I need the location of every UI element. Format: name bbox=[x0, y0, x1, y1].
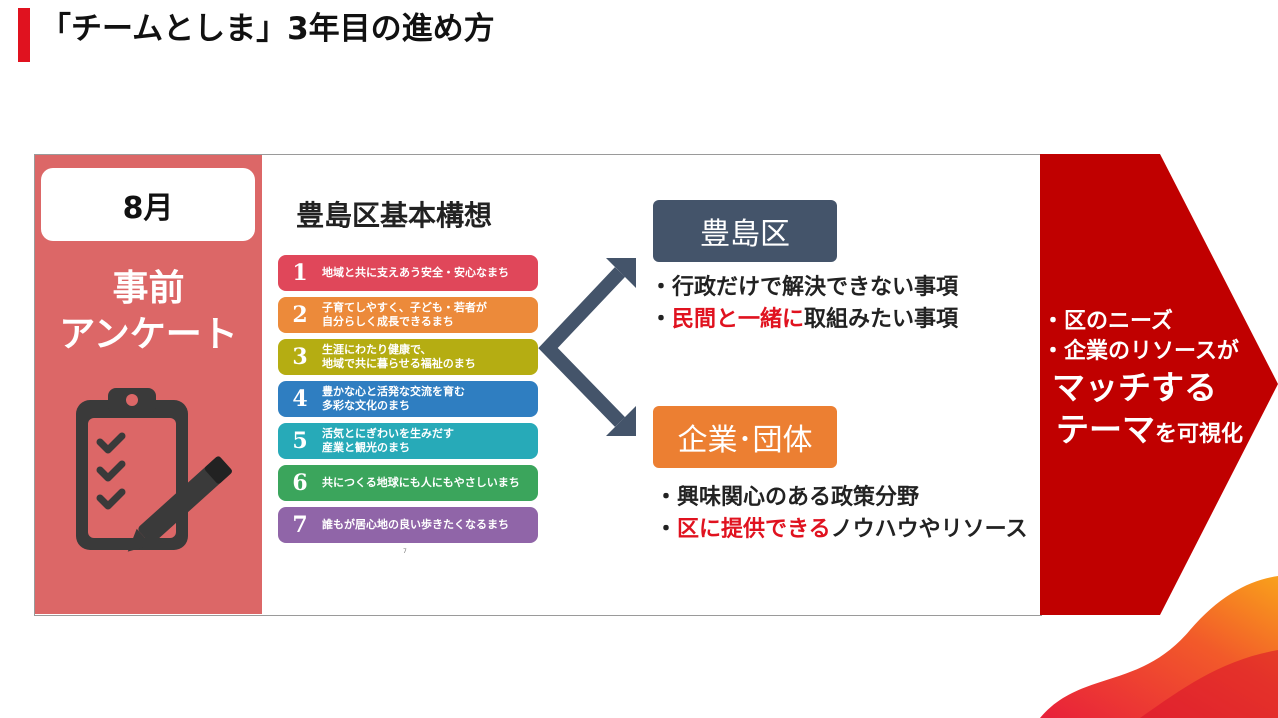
company-notes: ・興味関心のある政策分野 ・区に提供できるノウハウやリソース bbox=[655, 482, 1027, 546]
outcome-text: ・区のニーズ ・企業のリソースが マッチする テーマを可視化 bbox=[1042, 307, 1243, 456]
plan-footnote: 7 bbox=[403, 548, 407, 555]
plan-item-line2: 自分らしく成長できるまち bbox=[322, 315, 454, 328]
ward-note-1: ・行政だけで解決できない事項 bbox=[650, 275, 959, 300]
plan-item-7: 7 誰もが居心地の良い歩きたくなるまち bbox=[278, 507, 538, 543]
plan-item-number: 1 bbox=[292, 260, 308, 286]
plan-item-line1: 誰もが居心地の良い歩きたくなるまち bbox=[322, 518, 509, 531]
plan-item-line1: 生涯にわたり健康で、 bbox=[322, 343, 432, 356]
arrow-down-right-icon bbox=[606, 406, 636, 436]
plan-item-number: 6 bbox=[292, 470, 308, 496]
outcome-chevron bbox=[1040, 154, 1278, 615]
plan-item-number: 7 bbox=[292, 512, 308, 538]
plan-item-line2: 地域で共に暮らせる福祉のまち bbox=[322, 357, 476, 370]
plan-item-number: 4 bbox=[292, 386, 308, 412]
plan-item-1: 1 地域と共に支えあう安全・安心なまち bbox=[278, 255, 538, 291]
plan-item-line1: 活気とにぎわいを生みだす bbox=[322, 427, 454, 440]
outcome-line1: ・区のニーズ bbox=[1042, 309, 1173, 334]
outcome-line3: マッチする bbox=[1052, 368, 1217, 407]
plan-item-text: 共につくる地球にも人にもやさしいまち bbox=[322, 476, 520, 490]
plan-item-number: 3 bbox=[292, 344, 308, 370]
company-note-2: ・区に提供できるノウハウやリソース bbox=[655, 517, 1028, 542]
plan-item-2: 2 子育てしやすく、子ども・若者が自分らしく成長できるまち bbox=[278, 297, 538, 333]
plan-item-text: 地域と共に支えあう安全・安心なまち bbox=[322, 266, 509, 280]
plan-item-text: 豊かな心と活発な交流を育む多彩な文化のまち bbox=[322, 385, 465, 413]
pre-survey-line1: 事前 bbox=[112, 268, 185, 309]
arrow-up-right-icon bbox=[606, 258, 636, 288]
clipboard-checklist-pencil-icon bbox=[76, 388, 232, 552]
pre-survey-label: 事前 アンケート bbox=[35, 266, 262, 358]
plan-item-line1: 豊かな心と活発な交流を育む bbox=[322, 385, 465, 398]
plan-item-4: 4 豊かな心と活発な交流を育む多彩な文化のまち bbox=[278, 381, 538, 417]
plan-item-line2: 多彩な文化のまち bbox=[322, 399, 410, 412]
pre-survey-line2: アンケート bbox=[59, 314, 238, 355]
plan-item-line2: 産業と観光のまち bbox=[322, 441, 410, 454]
plan-item-6: 6 共につくる地球にも人にもやさしいまち bbox=[278, 465, 538, 501]
plan-item-text: 誰もが居心地の良い歩きたくなるまち bbox=[322, 518, 509, 532]
ward-note-2: ・民間と一緒に取組みたい事項 bbox=[650, 307, 959, 332]
outcome-line2: ・企業のリソースが bbox=[1042, 339, 1239, 364]
plan-item-text: 生涯にわたり健康で、地域で共に暮らせる福祉のまち bbox=[322, 343, 476, 371]
corner-decoration bbox=[1040, 576, 1278, 718]
plan-item-line1: 共につくる地球にも人にもやさしいまち bbox=[322, 476, 520, 489]
branch-arrows bbox=[538, 258, 636, 436]
plan-item-line1: 子育てしやすく、子ども・若者が bbox=[322, 301, 487, 314]
outcome-line4: テーマを可視化 bbox=[1056, 410, 1244, 449]
ward-notes: ・行政だけで解決できない事項 ・民間と一緒に取組みたい事項 bbox=[650, 272, 958, 336]
plan-item-text: 活気とにぎわいを生みだす産業と観光のまち bbox=[322, 427, 454, 455]
basic-plan-title: 豊島区基本構想 bbox=[296, 199, 493, 232]
plan-item-5: 5 活気とにぎわいを生みだす産業と観光のまち bbox=[278, 423, 538, 459]
plan-item-3: 3 生涯にわたり健康で、地域で共に暮らせる福祉のまち bbox=[278, 339, 538, 375]
month-label: 8月 bbox=[41, 168, 255, 241]
plan-item-text: 子育てしやすく、子ども・若者が自分らしく成長できるまち bbox=[322, 301, 487, 329]
title-accent-bar bbox=[18, 8, 30, 62]
plan-item-number: 2 bbox=[292, 302, 308, 328]
company-box: 企業･団体 bbox=[653, 406, 837, 468]
ward-box: 豊島区 bbox=[653, 200, 837, 262]
basic-plan-list: 1 地域と共に支えあう安全・安心なまち 2 子育てしやすく、子ども・若者が自分らしく成… bbox=[278, 255, 538, 549]
plan-item-line1: 地域と共に支えあう安全・安心なまち bbox=[322, 266, 509, 279]
slide-title: 「チームとしま」3年目の進め方 bbox=[40, 11, 495, 47]
plan-item-number: 5 bbox=[292, 428, 308, 454]
company-note-1: ・興味関心のある政策分野 bbox=[655, 485, 920, 510]
